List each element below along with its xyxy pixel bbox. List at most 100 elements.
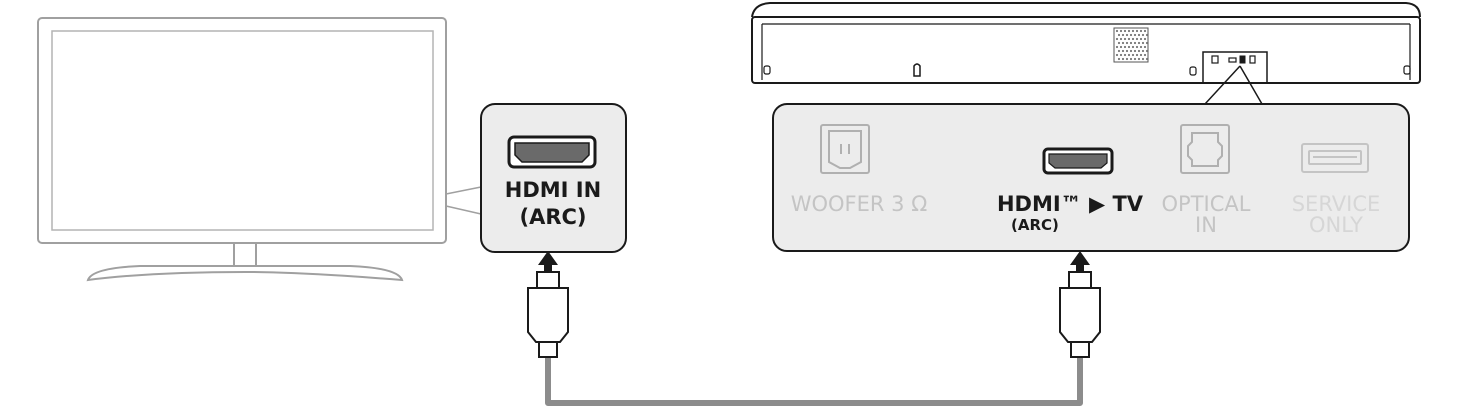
vent-hole (1137, 41, 1141, 45)
vent-hole (1125, 33, 1129, 37)
hdmi-plug-right (1059, 251, 1101, 358)
vent-hole (1117, 33, 1121, 37)
hdmi-plug-right-strain (1070, 341, 1090, 358)
soundbar-bay-port-1 (1211, 55, 1219, 64)
vent-hole (1131, 53, 1135, 57)
soundbar-hdmi-port-sublabel: (ARC) (1011, 216, 1059, 234)
vent-hole (1123, 45, 1127, 49)
vent-hole (1133, 57, 1137, 61)
soundbar-screw-mid (1189, 66, 1197, 76)
vent-hole (1129, 33, 1133, 37)
service-port-sublabel: ONLY (1309, 213, 1363, 237)
soundbar-zoom-lines (1204, 65, 1263, 105)
tv-stand-neck (233, 243, 257, 266)
vent-hole (1129, 49, 1133, 53)
soundbar-screw-left (763, 65, 771, 75)
optical-port-label: OPTICAL (1162, 192, 1251, 216)
woofer-port-pins (840, 144, 850, 154)
hdmi-plug-left (527, 251, 569, 358)
vent-hole (1141, 41, 1145, 45)
hdmi-plug-left-strain (538, 341, 558, 358)
vent-hole (1129, 57, 1133, 61)
vent-hole (1123, 37, 1127, 41)
vent-hole (1131, 45, 1135, 49)
vent-hole (1121, 33, 1125, 37)
vent-hole (1119, 29, 1123, 33)
vent-hole (1121, 49, 1125, 53)
woofer-port-inner (828, 130, 862, 169)
tv-hdmi-port-inner (514, 142, 590, 163)
tv-port-panel: HDMI IN (ARC) (480, 103, 627, 253)
vent-hole (1135, 37, 1139, 41)
vent-hole (1115, 37, 1119, 41)
woofer-port-icon (820, 124, 870, 174)
vent-hole (1133, 49, 1137, 53)
vent-frame (1113, 27, 1149, 63)
tv (37, 17, 482, 282)
soundbar-port-panel-bg (772, 103, 1410, 252)
vent-hole (1133, 33, 1137, 37)
vent-hole (1143, 45, 1147, 49)
vent-hole (1127, 53, 1131, 57)
vent-hole (1131, 37, 1135, 41)
vent-hole (1145, 33, 1149, 37)
service-port: SERVICE ONLY (1292, 143, 1381, 237)
soundbar-hdmi-port-inner (1048, 153, 1108, 169)
hdmi-plug-right-body (1059, 287, 1101, 343)
vent-hole (1139, 45, 1143, 49)
vent-hole (1125, 57, 1129, 61)
vent-hole (1119, 45, 1123, 49)
service-port-inner (1308, 150, 1362, 165)
vent-hole (1119, 53, 1123, 57)
tv-screen (51, 30, 434, 231)
vent-hole (1141, 33, 1145, 37)
vent-hole (1137, 49, 1141, 53)
vent-hole (1139, 37, 1143, 41)
vent-hole (1143, 29, 1147, 33)
soundbar-screw-right (1403, 65, 1411, 75)
tv-port-label: HDMI IN (505, 178, 601, 202)
vent-hole (1117, 41, 1121, 45)
vent-hole (1127, 29, 1131, 33)
vent-hole (1139, 29, 1143, 33)
soundbar-body (751, 16, 1421, 84)
soundbar (751, 1, 1421, 105)
tv-stand-base (86, 265, 404, 282)
woofer-port: WOOFER 3 Ω (791, 124, 928, 216)
hdmi-plug-left-tip (536, 271, 560, 289)
vent-hole (1145, 49, 1149, 53)
soundbar-port-panel: WOOFER 3 Ω HDMI™ ▶ TV (ARC) OPTICAL IN S… (772, 103, 1410, 252)
soundbar-hdmi-port-label: HDMI™ ▶ TV (997, 192, 1144, 216)
vent-hole (1143, 37, 1147, 41)
woofer-port-label: WOOFER 3 Ω (791, 192, 928, 216)
soundbar-lock-slot-icon (913, 63, 921, 77)
service-port-label: SERVICE (1292, 192, 1381, 216)
soundbar-vent-grille (1113, 27, 1149, 63)
vent-hole (1119, 37, 1123, 41)
vent-hole (1145, 57, 1149, 61)
optical-port: OPTICAL IN (1162, 124, 1251, 237)
vent-hole (1127, 37, 1131, 41)
vent-hole (1145, 41, 1149, 45)
vent-hole (1135, 53, 1139, 57)
vent-hole (1121, 57, 1125, 61)
optical-port-sublabel: IN (1195, 213, 1217, 237)
vent-hole (1135, 45, 1139, 49)
vent-hole (1115, 29, 1119, 33)
vent-hole (1117, 57, 1121, 61)
vent-hole (1135, 29, 1139, 33)
hdmi-cable-wire (545, 357, 1083, 406)
hdmi-cable (527, 251, 1101, 406)
vent-hole (1133, 41, 1137, 45)
vent-hole (1129, 41, 1133, 45)
vent-hole (1123, 53, 1127, 57)
vent-hole (1125, 41, 1129, 45)
soundbar-top-edge (751, 1, 1421, 18)
vent-hole (1137, 57, 1141, 61)
vent-hole (1139, 53, 1143, 57)
vent-hole (1117, 49, 1121, 53)
vent-hole (1115, 53, 1119, 57)
vent-hole (1123, 29, 1127, 33)
vent-hole (1121, 41, 1125, 45)
